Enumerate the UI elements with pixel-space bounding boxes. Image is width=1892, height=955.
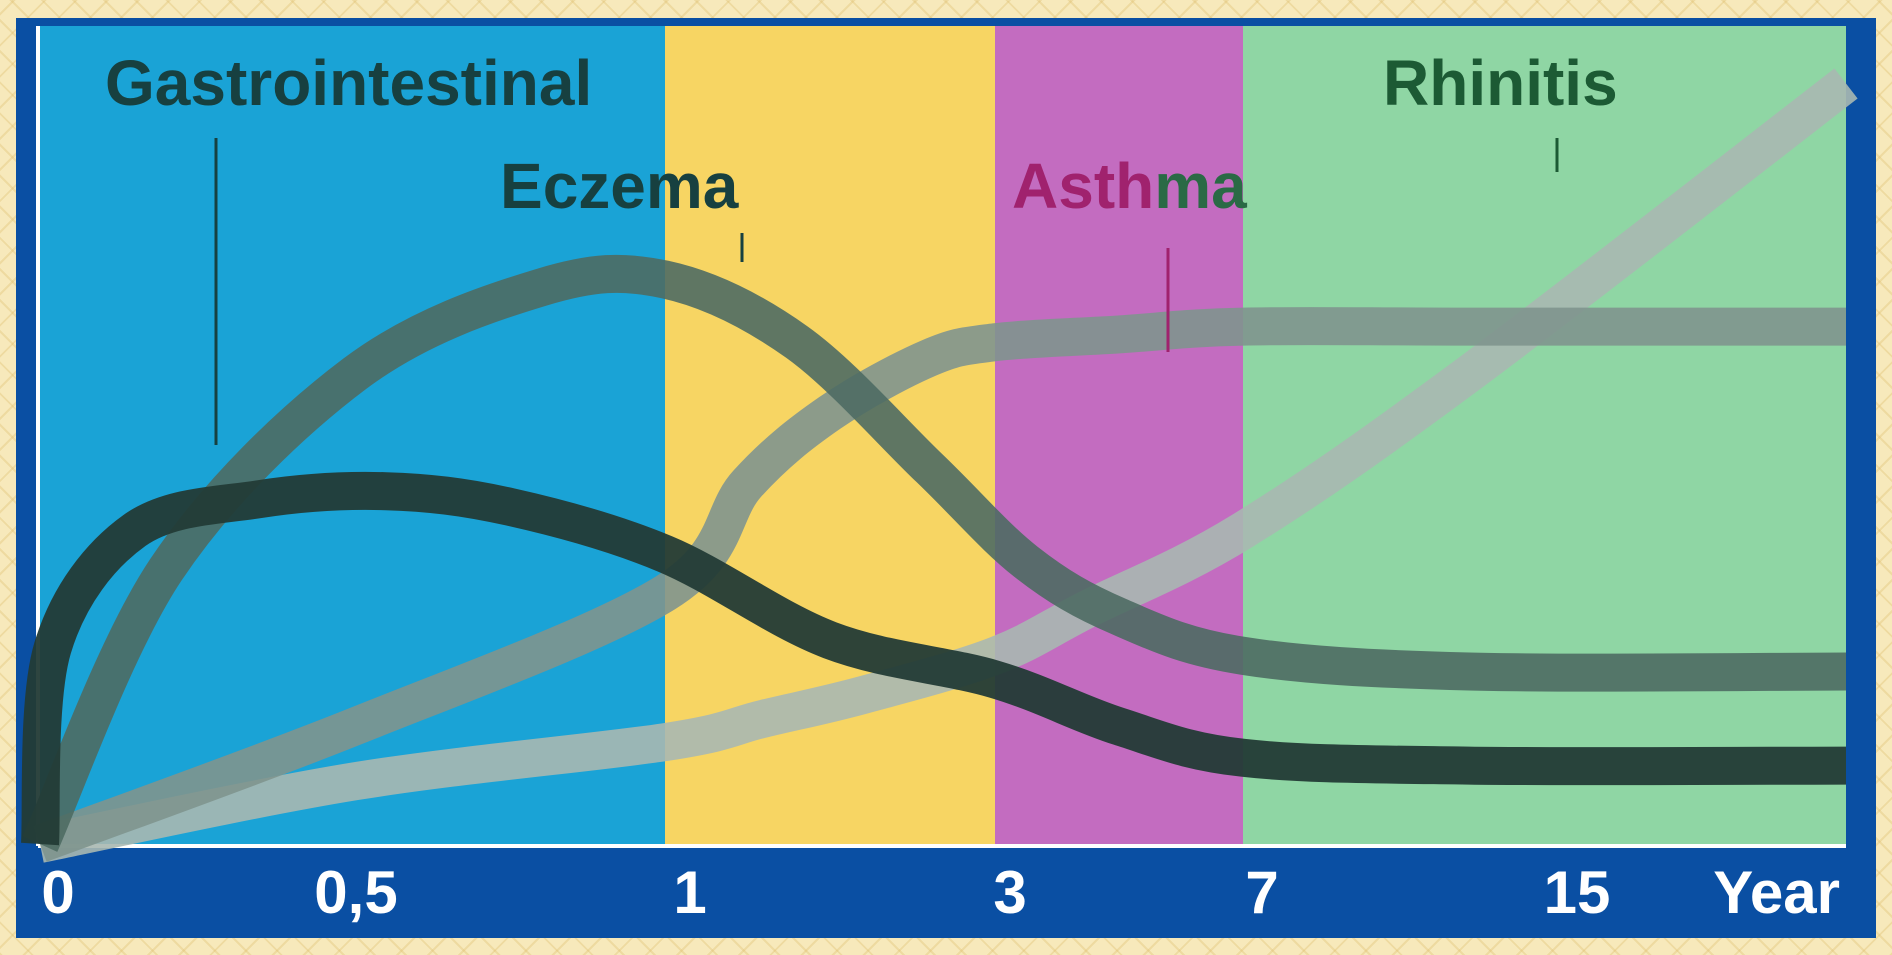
series-line-3 (33, 307, 1846, 862)
x-tick-labels: 0 0,5 1 3 7 15 (41, 859, 1610, 926)
x-tick-label: 0 (41, 859, 74, 926)
background-bands (38, 26, 1846, 846)
label-asthma: Asthma (1012, 150, 1247, 222)
label-gastrointestinal: Gastrointestinal (105, 47, 592, 119)
series-line-2 (22, 254, 1847, 852)
x-tick-label: 0,5 (314, 859, 397, 926)
x-tick-label: 3 (993, 859, 1026, 926)
series-layer (21, 68, 1858, 863)
x-tick-label: 1 (673, 859, 706, 926)
x-axis-label: Year (1713, 859, 1840, 926)
series-line-1 (21, 471, 1847, 846)
x-tick-label: 7 (1245, 859, 1278, 926)
label-eczema: Eczema (500, 150, 739, 222)
x-tick-label: 15 (1544, 859, 1611, 926)
label-rhinitis: Rhinitis (1383, 47, 1618, 119)
